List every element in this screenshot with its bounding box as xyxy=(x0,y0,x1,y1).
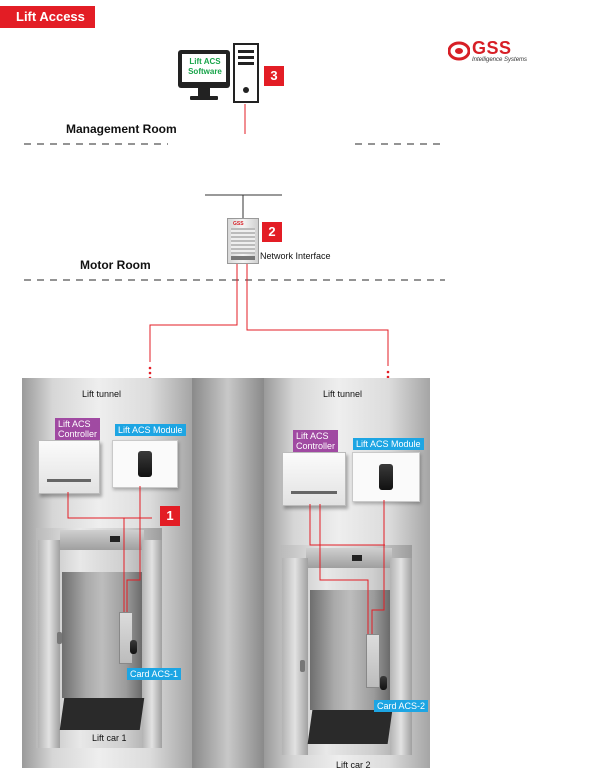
car-keypad-2 xyxy=(366,634,380,688)
acs-module-1 xyxy=(112,440,178,488)
controller-tag-1: Lift ACS Controller xyxy=(55,418,101,440)
controller-tag-2-line2: Controller xyxy=(296,441,336,451)
cable-to-car1 xyxy=(149,262,238,362)
lift-car-2-door-right xyxy=(390,558,412,755)
software-label-line1: Lift ACS xyxy=(189,57,221,66)
cable-dot xyxy=(148,366,152,370)
shaft-wall xyxy=(192,378,264,768)
card-tag-2: Card ACS-2 xyxy=(374,700,429,712)
lift-car-1-header xyxy=(60,530,144,550)
gss-logo-icon xyxy=(448,41,470,61)
card-reader-icon xyxy=(379,464,393,490)
card-reader-icon xyxy=(380,676,387,690)
controller-tag-1-line1: Lift ACS xyxy=(58,419,91,429)
cable-dot xyxy=(386,370,390,374)
cable-dot xyxy=(148,371,152,375)
call-button-icon xyxy=(57,632,62,644)
car-label-2: Lift car 2 xyxy=(336,760,371,770)
cable-to-car2 xyxy=(246,262,389,366)
logo-wordmark: GSS xyxy=(472,38,512,58)
network-interface-label: Network Interface xyxy=(260,251,331,261)
page-title: Lift Access xyxy=(0,6,95,28)
lift-car-1-door-right xyxy=(142,540,162,748)
lift-car-2-header xyxy=(306,548,392,568)
acs-controller-2 xyxy=(282,452,346,506)
tunnel-label-2: Lift tunnel xyxy=(323,389,363,399)
lift-car-1-floor xyxy=(59,698,145,730)
logo-tagline: Intelligence Systems xyxy=(472,57,528,63)
card-reader-icon xyxy=(138,451,152,477)
network-interface-device: GSS xyxy=(227,218,259,264)
lift-car-1-door-left xyxy=(38,540,60,748)
car-keypad-1 xyxy=(119,612,133,664)
controller-tag-2-line1: Lift ACS xyxy=(296,431,329,441)
car-label-1: Lift car 1 xyxy=(92,733,127,743)
tunnel-label-1: Lift tunnel xyxy=(82,389,122,399)
call-button-icon xyxy=(300,660,305,672)
cable-dot xyxy=(386,375,390,379)
module-tag-2: Lift ACS Module xyxy=(353,438,424,450)
lift-car-2-door-left xyxy=(282,558,308,755)
step-badge-2: 2 xyxy=(262,222,282,242)
card-reader-icon xyxy=(130,640,137,654)
lift-car-2-floor xyxy=(307,710,393,744)
motor-room-label: Motor Room xyxy=(80,258,151,272)
module-tag-1: Lift ACS Module xyxy=(115,424,186,436)
acs-module-2 xyxy=(352,452,420,502)
software-label-line2: Software xyxy=(188,67,222,76)
acs-controller-1 xyxy=(38,440,100,494)
step-badge-1: 1 xyxy=(160,506,180,526)
gss-logo: GSS Intelligence Systems xyxy=(448,38,538,66)
card-tag-1: Card ACS-1 xyxy=(127,668,182,680)
management-room-label: Management Room xyxy=(66,122,177,136)
controller-tag-1-line2: Controller xyxy=(58,429,98,439)
step-badge-3: 3 xyxy=(264,66,284,86)
computer-icon xyxy=(178,43,259,103)
controller-tag-2: Lift ACS Controller xyxy=(293,430,339,452)
